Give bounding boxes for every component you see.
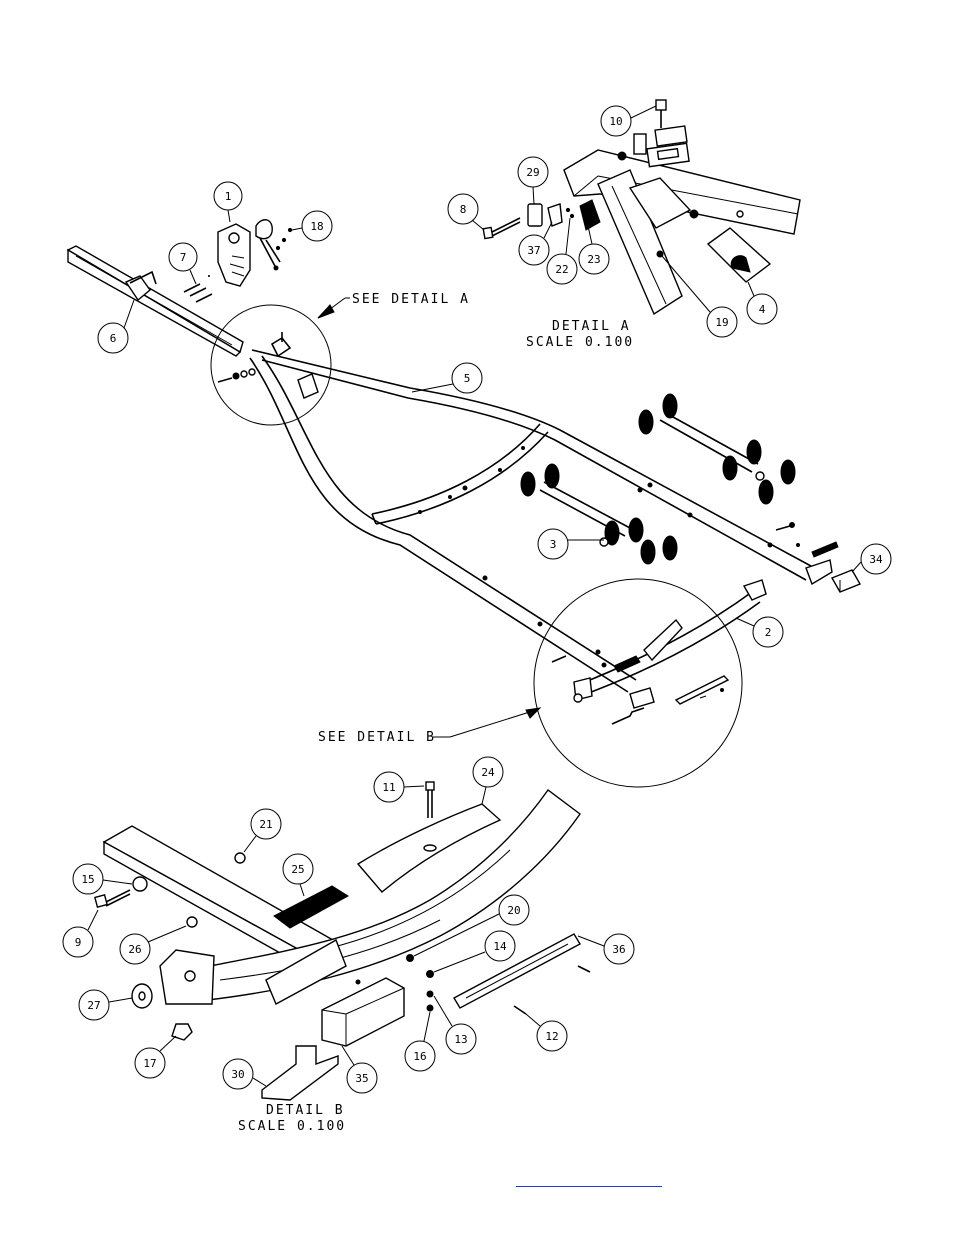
detail-a-scale: SCALE 0.100 (526, 335, 634, 350)
svg-text:11: 11 (382, 781, 395, 794)
balloon-27: 27 (78, 989, 133, 1021)
balloon-25: 25 (282, 853, 314, 897)
svg-text:22: 22 (555, 263, 568, 276)
svg-text:35: 35 (355, 1072, 368, 1085)
detail-b-title: DETAIL B (266, 1103, 345, 1118)
roller-assembly-part-3 (520, 463, 678, 565)
balloon-15: 15 (72, 863, 133, 895)
see-detail-a-label: SEE DETAIL A (352, 292, 470, 307)
balloon-2: 2 (735, 616, 784, 648)
detail-a-drawing: DETAIL A SCALE 0.100 (482, 99, 801, 350)
balloon-36: 36 (577, 933, 635, 965)
svg-text:7: 7 (180, 251, 187, 264)
balloon-11: 11 (373, 771, 425, 803)
balloon-1: 1 (213, 181, 243, 223)
balloon-22: 22 (546, 217, 578, 285)
balloon-20: 20 (413, 894, 530, 957)
balloons: 1 7 18 6 5 3 34 2 10 29 8 37 22 23 19 4 … (62, 105, 892, 1094)
svg-text:8: 8 (460, 203, 467, 216)
frame-right-rail (251, 349, 833, 586)
detail-a-title: DETAIL A (552, 319, 631, 334)
detail-b-drawing: DETAIL B SCALE 0.100 (94, 781, 591, 1134)
svg-text:6: 6 (110, 332, 117, 345)
svg-text:4: 4 (759, 303, 766, 316)
svg-text:1: 1 (225, 190, 232, 203)
balloon-23: 23 (578, 225, 610, 275)
balloon-9: 9 (62, 909, 99, 958)
part-7-bolts (183, 283, 213, 303)
tongue-part-6 (66, 245, 244, 357)
balloon-13: 13 (433, 995, 477, 1055)
balloon-16: 16 (404, 1011, 436, 1072)
balloon-8: 8 (447, 193, 485, 231)
svg-text:3: 3 (550, 538, 557, 551)
svg-text:13: 13 (454, 1033, 467, 1046)
balloon-7: 7 (168, 242, 198, 285)
balloon-12: 12 (525, 1013, 568, 1052)
svg-text:5: 5 (464, 372, 471, 385)
svg-text:17: 17 (143, 1057, 156, 1070)
footer-hyperlink-underline[interactable] (516, 1172, 662, 1187)
svg-text:18: 18 (310, 220, 323, 233)
svg-text:19: 19 (715, 316, 728, 329)
svg-text:20: 20 (507, 904, 520, 917)
balloon-34: 34 (851, 543, 892, 575)
svg-text:21: 21 (259, 818, 272, 831)
see-detail-b-label: SEE DETAIL B (318, 730, 436, 745)
svg-text:23: 23 (587, 253, 600, 266)
svg-text:15: 15 (81, 873, 94, 886)
detail-b-scale: SCALE 0.100 (238, 1119, 346, 1134)
frame-holes (418, 446, 773, 668)
balloon-18: 18 (291, 210, 333, 242)
balloon-21: 21 (243, 808, 282, 853)
winch-part-1 (208, 219, 281, 287)
balloon-30: 30 (222, 1058, 267, 1090)
detail-b-callout: SEE DETAIL B (318, 578, 743, 788)
balloon-10: 10 (600, 105, 657, 137)
frame-left-rail (249, 355, 637, 693)
svg-text:29: 29 (526, 166, 539, 179)
balloon-35: 35 (341, 1045, 378, 1094)
balloon-6: 6 (97, 299, 135, 354)
balloon-29: 29 (517, 156, 549, 205)
balloon-3: 3 (537, 528, 604, 560)
svg-text:26: 26 (128, 943, 141, 956)
rear-cross-member-part-2 (573, 579, 767, 701)
balloon-19: 19 (661, 255, 738, 338)
frame-cross-arc (371, 423, 549, 525)
balloon-4: 4 (746, 281, 778, 325)
balloon-37: 37 (518, 221, 553, 266)
balloon-24: 24 (472, 756, 504, 805)
svg-text:37: 37 (527, 244, 540, 257)
svg-text:9: 9 (75, 936, 82, 949)
svg-text:16: 16 (413, 1050, 426, 1063)
balloon-14: 14 (433, 930, 516, 973)
balloon-26: 26 (119, 925, 187, 965)
svg-text:12: 12 (545, 1030, 558, 1043)
svg-text:10: 10 (609, 115, 622, 128)
trailer-frame (66, 245, 833, 701)
right-rail-hardware (775, 522, 862, 593)
roller-assembly-upper (638, 393, 796, 505)
detail-a-callout: SEE DETAIL A (210, 292, 470, 426)
balloon-17: 17 (134, 1035, 177, 1079)
balloon-5: 5 (411, 362, 483, 394)
svg-text:27: 27 (87, 999, 100, 1012)
part-18-nuts (275, 227, 293, 251)
svg-text:24: 24 (481, 766, 495, 779)
svg-text:36: 36 (612, 943, 625, 956)
svg-text:25: 25 (291, 863, 304, 876)
svg-text:30: 30 (231, 1068, 244, 1081)
svg-text:34: 34 (869, 553, 883, 566)
svg-text:14: 14 (493, 940, 507, 953)
svg-text:2: 2 (765, 626, 772, 639)
